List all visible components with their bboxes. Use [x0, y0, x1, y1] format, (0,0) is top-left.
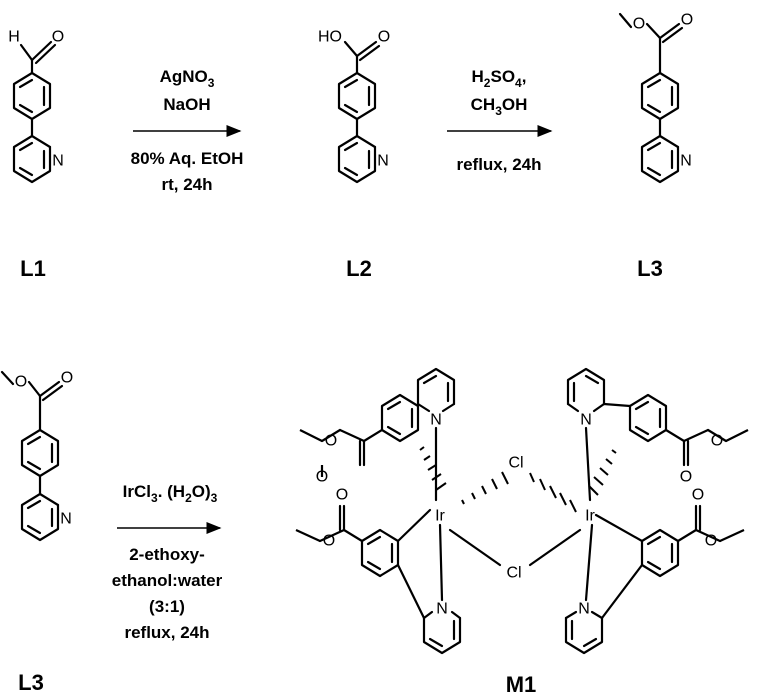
methyl-stubs	[295, 429, 749, 542]
molecule-l1	[12, 40, 57, 184]
atom-o: O	[692, 487, 704, 504]
reaction3-solvent-2: ethanol:water	[112, 571, 223, 590]
compound-label-l1: L1	[20, 256, 46, 281]
hashed-bonds	[419, 446, 617, 513]
atom-n: N	[60, 511, 72, 528]
atom-o: O	[681, 12, 693, 29]
reaction1-reagent-1: AgNO3	[160, 67, 215, 90]
atom-o: O	[378, 29, 390, 46]
atom-n: N	[578, 601, 590, 618]
reaction3-time: reflux, 24h	[124, 623, 209, 642]
molecule-l3-bottom	[0, 370, 64, 542]
molecule-l2	[337, 40, 381, 184]
atom-n: N	[430, 412, 442, 429]
atom-o: O	[680, 469, 692, 486]
atom-ho: HO	[318, 29, 342, 46]
atom-n: N	[52, 153, 64, 170]
atom-o: O	[325, 433, 337, 450]
ring	[416, 367, 456, 406]
atom-cl: Cl	[508, 455, 523, 472]
reaction2-reagent-2: CH3OH	[471, 95, 528, 118]
atom-o: O	[633, 16, 645, 33]
compound-label-m1: M1	[506, 672, 537, 696]
molecule-l3-top	[618, 12, 684, 184]
atom-n: N	[436, 601, 448, 618]
atom-n: N	[580, 412, 592, 429]
atom-h: H	[8, 29, 20, 46]
reaction3-reagent: IrCl3. (H2O)3	[123, 482, 218, 505]
atom-o: O	[705, 533, 717, 550]
atom-o: O	[15, 374, 27, 391]
molecule-m1	[318, 367, 728, 655]
atom-n: N	[377, 153, 389, 170]
compound-label-l3-bottom: L3	[18, 670, 44, 695]
compound-label-l3-top: L3	[637, 256, 663, 281]
reaction2-reagent-1: H2SO4,	[472, 67, 527, 90]
bond-ch	[19, 43, 34, 62]
reaction1-solvent: 80% Aq. EtOH	[131, 149, 244, 168]
atom-o: O	[711, 433, 723, 450]
reaction1-reagent-2: NaOH	[163, 95, 210, 114]
reaction-arrows	[117, 125, 553, 534]
atom-o: O	[336, 487, 348, 504]
reaction1-time: rt, 24h	[161, 175, 212, 194]
atom-ir: Ir	[435, 508, 445, 525]
atom-cl: Cl	[506, 565, 521, 582]
atom-o: O	[61, 370, 73, 387]
reaction2-time: reflux, 24h	[456, 155, 541, 174]
atom-o: O	[323, 533, 335, 550]
atom-o: O	[52, 29, 64, 46]
atom-ir: Ir	[585, 508, 595, 525]
reaction3-solvent-1: 2-ethoxy-	[129, 545, 205, 564]
compound-label-l2: L2	[346, 256, 372, 281]
atom-n: N	[680, 153, 692, 170]
reaction3-ratio: (3:1)	[149, 597, 185, 616]
